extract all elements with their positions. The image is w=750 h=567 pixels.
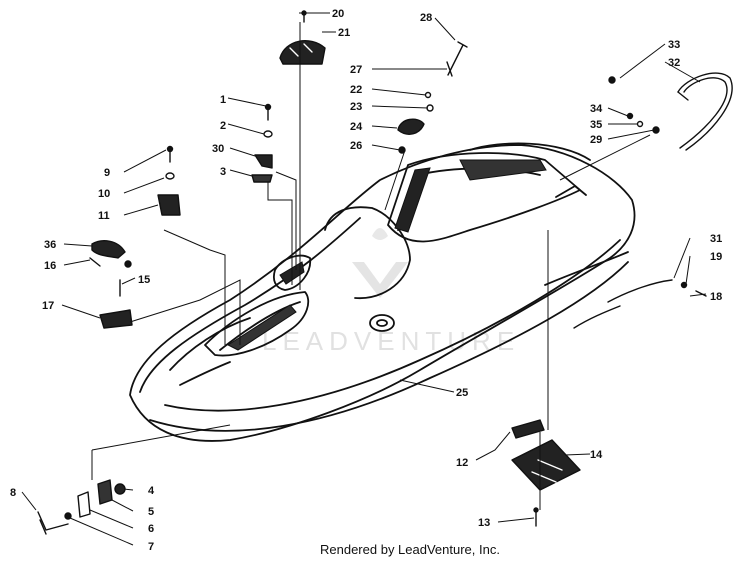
callout-15: 15: [138, 274, 150, 286]
callout-12: 12: [456, 457, 468, 469]
callout-20: 20: [332, 8, 344, 20]
callout-5: 5: [148, 506, 154, 518]
callout-36: 36: [44, 239, 56, 251]
callout-26: 26: [350, 140, 362, 152]
callout-34: 34: [590, 103, 603, 115]
credit-text: Rendered by LeadVenture, Inc.: [320, 542, 500, 557]
callout-22: 22: [350, 84, 362, 96]
callout-7: 7: [148, 541, 154, 553]
callout-6: 6: [148, 523, 154, 535]
callout-4: 4: [148, 485, 155, 497]
callout-32: 32: [668, 57, 680, 69]
watermark: LEADVENTURE: [262, 228, 520, 356]
hatching: [226, 159, 547, 351]
callout-3: 3: [220, 166, 226, 178]
callout-10: 10: [98, 188, 110, 200]
callout-30: 30: [212, 143, 224, 155]
callout-14: 14: [590, 449, 603, 461]
callout-28: 28: [420, 12, 432, 24]
callout-9: 9: [104, 167, 110, 179]
callout-35: 35: [590, 119, 602, 131]
callout-21: 21: [338, 27, 350, 39]
callout-19: 19: [710, 251, 722, 263]
callout-1: 1: [220, 94, 226, 106]
callout-13: 13: [478, 517, 490, 529]
watermark-text: LEADVENTURE: [262, 326, 520, 356]
callout-2: 2: [220, 120, 226, 132]
callout-8: 8: [10, 487, 16, 499]
parts-group: [37, 10, 733, 535]
leader-lines: [21, 12, 707, 546]
callout-29: 29: [590, 134, 602, 146]
callout-11: 11: [98, 210, 110, 222]
callout-24: 24: [350, 121, 363, 133]
callout-23: 23: [350, 101, 362, 113]
callout-18: 18: [710, 291, 722, 303]
callout-31: 31: [710, 233, 722, 245]
callout-33: 33: [668, 39, 680, 51]
callout-17: 17: [42, 300, 54, 312]
callout-27: 27: [350, 64, 362, 76]
hull-drawing: [129, 142, 636, 442]
callout-16: 16: [44, 260, 56, 272]
callout-25: 25: [456, 387, 468, 399]
callout-labels: 1 2 3 4 5 6 7 8 9 10 11 12 13 14 15 16 1…: [10, 8, 722, 553]
